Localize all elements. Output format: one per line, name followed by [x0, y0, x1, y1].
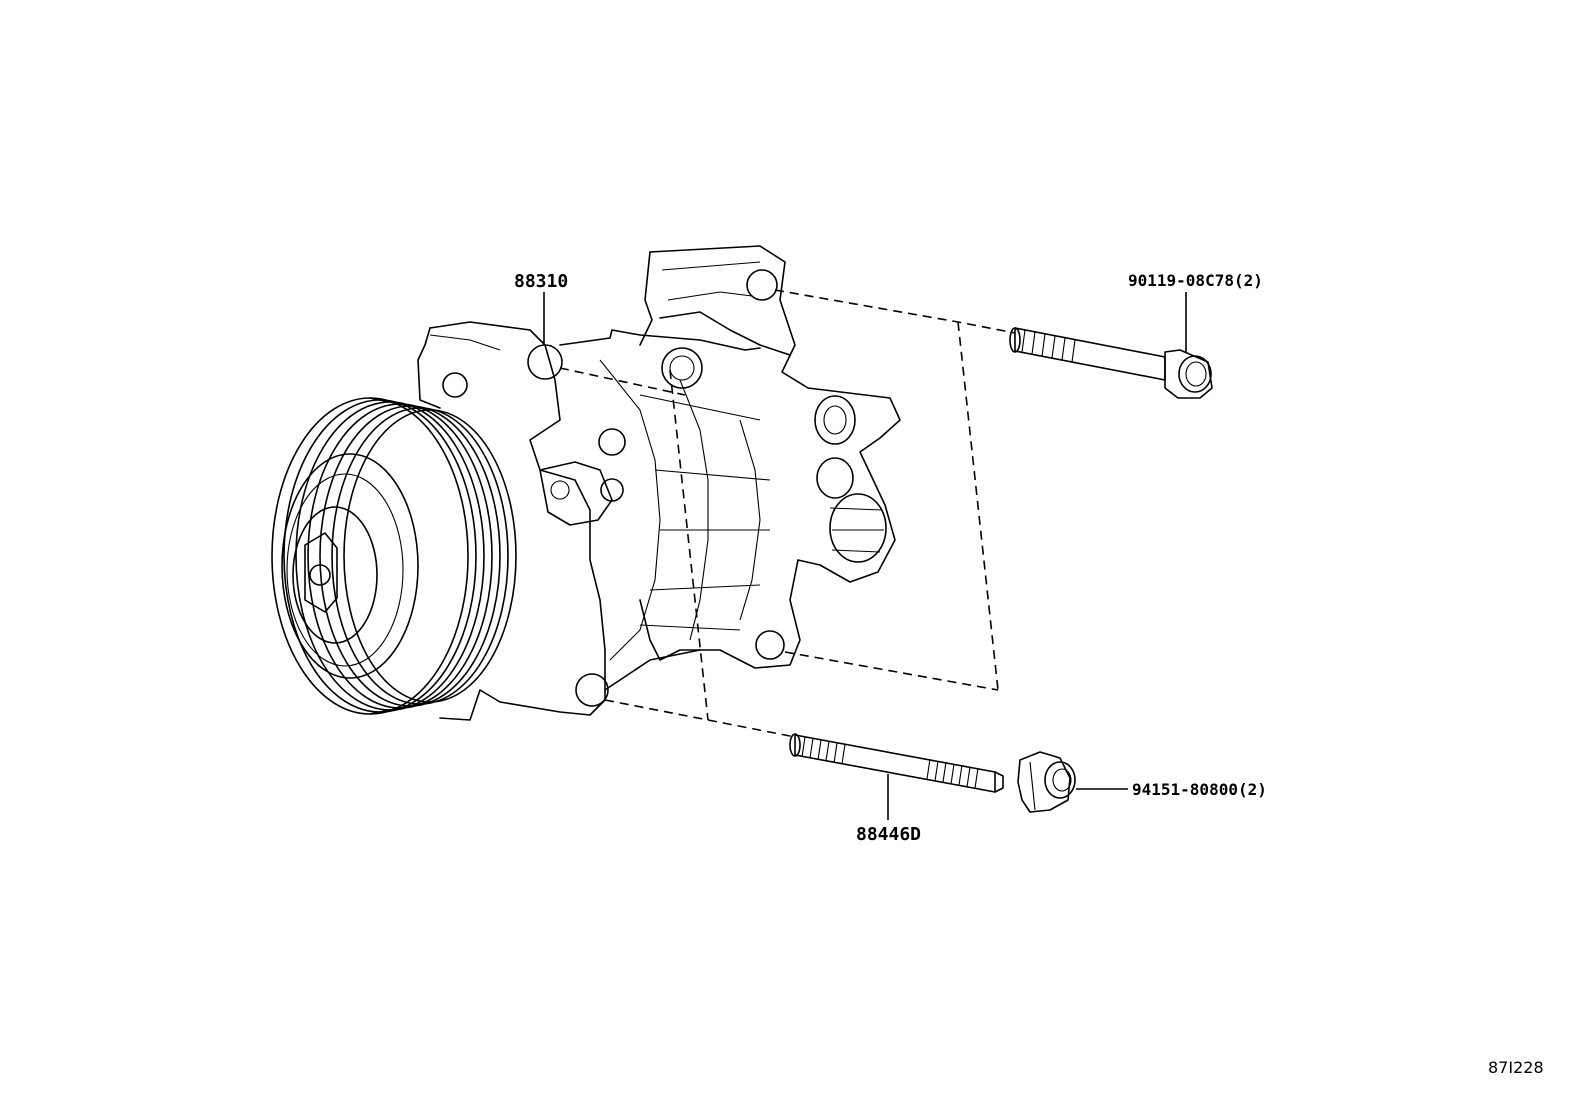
part-label-compressor[interactable]: 88310	[514, 271, 568, 292]
leader-lines	[543, 292, 1187, 820]
alignment-lines	[559, 289, 1016, 738]
illustration-ref-code: 87I228	[1488, 1058, 1544, 1077]
part-label-nut[interactable]: 94151-80800(2)	[1132, 780, 1267, 799]
stud-drawing	[789, 733, 1004, 793]
part-label-upper-bolt[interactable]: 90119-08C78(2)	[1128, 271, 1263, 290]
ac-compressor-drawing	[271, 245, 901, 721]
part-label-stud[interactable]: 88446D	[856, 824, 921, 845]
upper-bolt-drawing	[1009, 327, 1213, 399]
nut-drawing	[1017, 751, 1076, 813]
